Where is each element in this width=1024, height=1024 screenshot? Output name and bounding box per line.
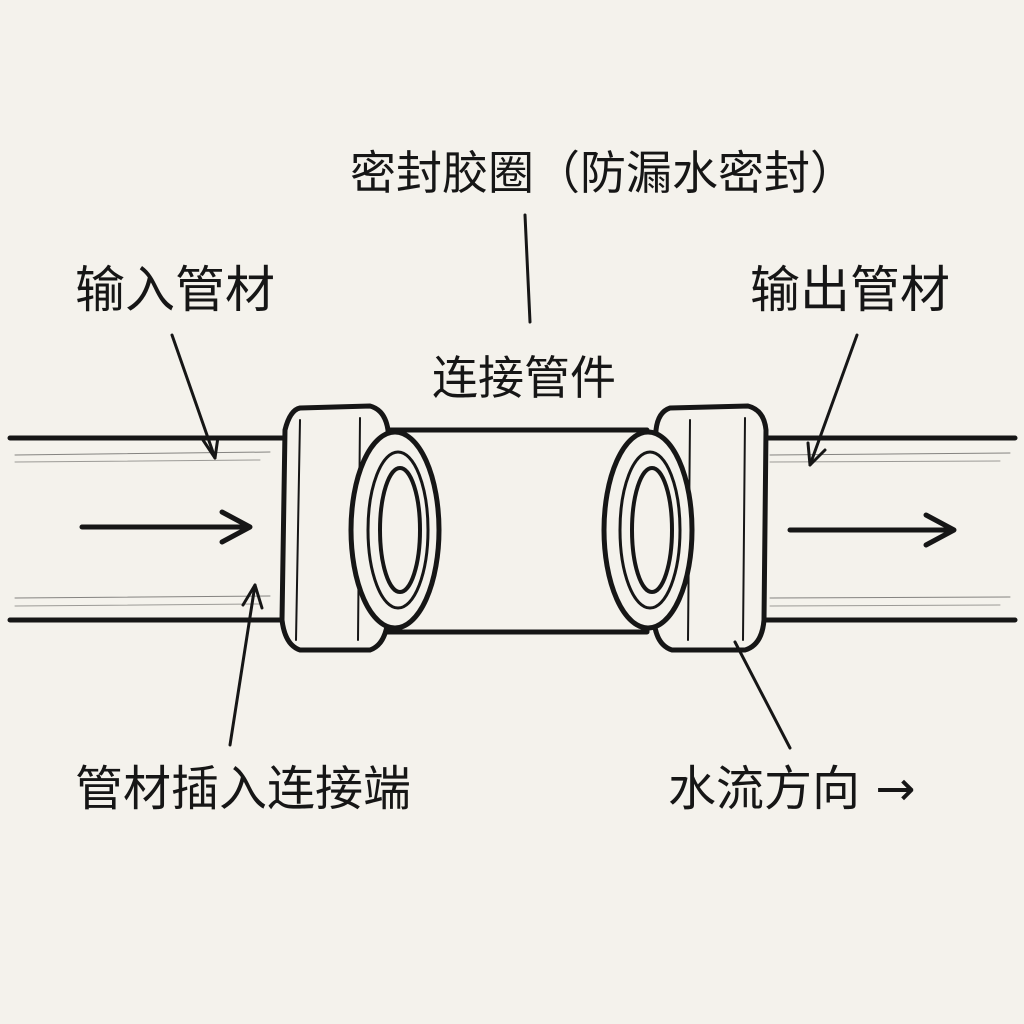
outlet-leader-line [806,333,859,467]
outlet-flow-arrow [787,512,957,548]
inlet-pipe-label: 输入管材 [75,261,275,319]
flow-direction-label: 水流方向 → [668,761,916,817]
inlet-flow-arrow [79,509,253,545]
left-seal-ring [348,429,442,631]
outlet-pipe-label: 输出管材 [750,261,950,319]
fitting-label: 连接管件 [432,351,616,405]
seal-label: 密封胶圈（防漏水密封） [350,146,856,200]
outlet-pipe [757,435,1018,623]
inlet-leader-line [170,333,220,460]
flow-leader-line [733,640,792,750]
seal-leader-line [523,213,532,324]
insert-end-label: 管材插入连接端 [75,761,412,817]
inlet-pipe [7,435,288,623]
insert-end-leader-line [228,583,264,747]
right-seal-ring [601,429,695,631]
